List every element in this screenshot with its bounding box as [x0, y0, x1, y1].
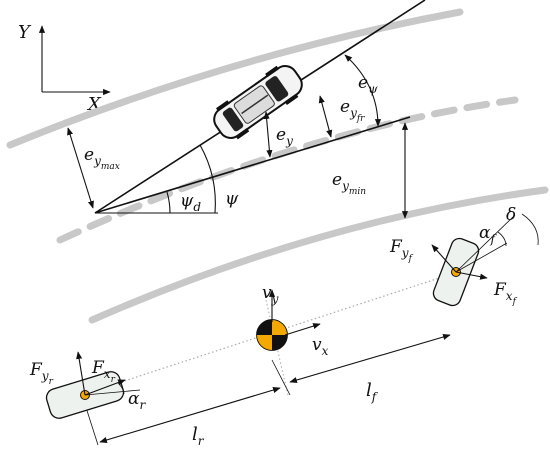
psi-d-label: ψd — [180, 191, 201, 214]
delta-label: δ — [506, 205, 516, 225]
e-ymax-arrow — [67, 127, 94, 209]
psi-d-arc — [166, 191, 171, 214]
cg-marker-q2 — [272, 335, 287, 350]
cg-marker-q4 — [257, 320, 272, 335]
top-road-centerline — [56, 96, 519, 244]
e-y-arrow — [263, 111, 273, 158]
l-r-arrow — [99, 387, 281, 443]
alpha-f-label: αf — [479, 223, 497, 246]
F-yr-label: Fyr — [29, 360, 54, 387]
v-x-arrow — [284, 323, 321, 336]
e-yfr-label: eyfr — [340, 97, 365, 124]
front-velocity-dir — [455, 242, 508, 273]
e-psi-arc — [344, 54, 382, 127]
cg-marker-q1 — [272, 320, 287, 335]
e-yfr-arrow — [318, 95, 333, 138]
e-psi-label: eψ — [358, 73, 378, 96]
F-yr-arrow — [76, 351, 86, 396]
l-f-label: lf — [366, 380, 379, 404]
F-xf-arrow — [455, 271, 488, 280]
cg-perpendicular-tick — [271, 359, 291, 396]
e-ymin-label: eymin — [332, 170, 366, 197]
car-roof-stripe — [241, 94, 269, 115]
road-lower-boundary — [88, 186, 549, 324]
psi-label: ψ — [225, 189, 239, 209]
alpha-f-arc — [497, 231, 507, 247]
psi-arc — [199, 144, 216, 214]
v-x-label: vx — [312, 335, 329, 358]
y-axis-label: Y — [18, 22, 32, 43]
top-road-upper-boundary — [6, 8, 464, 149]
top-road — [6, 8, 549, 324]
cg-marker-q3 — [257, 335, 272, 350]
F-xf-label: Fxf — [493, 280, 518, 307]
e-ymax-label: eymax — [84, 145, 120, 172]
path-tangent-line — [94, 116, 411, 214]
l-f-arrow — [289, 333, 451, 384]
car-wheel — [284, 93, 299, 105]
front-wheel-heading — [455, 214, 516, 273]
car-windshield — [265, 76, 289, 102]
car-wheel — [215, 100, 230, 112]
car-wheel — [265, 65, 279, 78]
F-yf-arrow — [431, 244, 457, 273]
e-y-label: ey — [276, 125, 293, 148]
l-r-label: lr — [192, 424, 205, 448]
delta-arc — [521, 213, 539, 246]
v-y-label: vy — [262, 283, 279, 306]
F-xr-label: Fxr — [91, 358, 116, 385]
alpha-r-label: αr — [128, 389, 146, 412]
F-yf-label: Fyf — [389, 237, 414, 264]
car-rear-window — [222, 107, 244, 132]
coordinate-axes: Y X — [18, 22, 111, 115]
car-wheel — [235, 128, 250, 140]
